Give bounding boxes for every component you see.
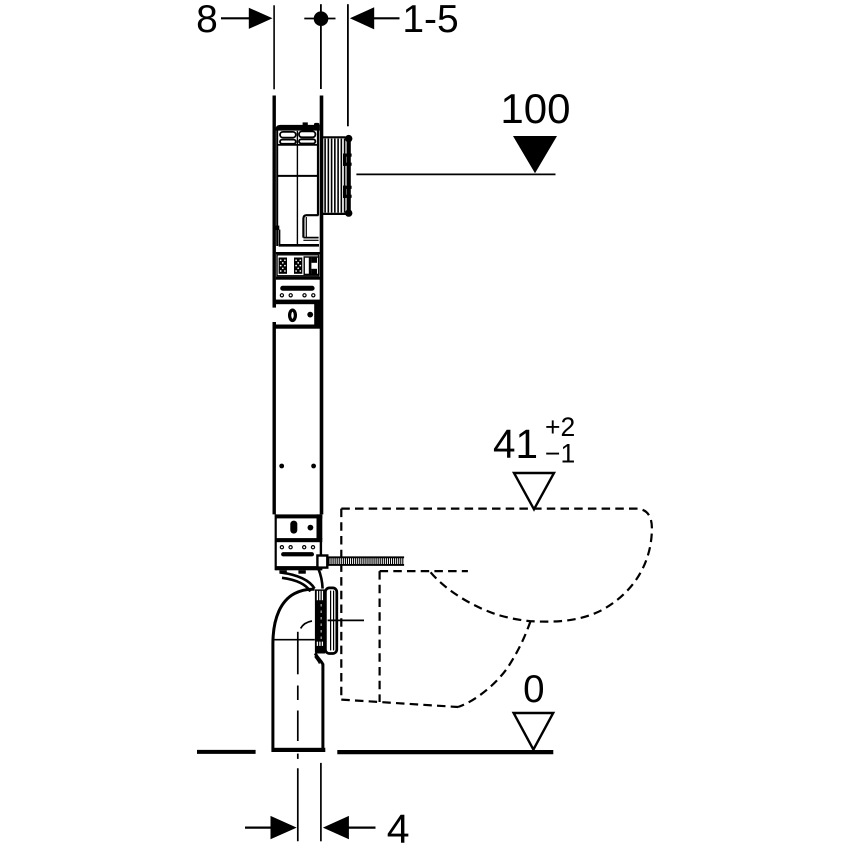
plate-hatch — [324, 138, 346, 213]
dim-wall-lining-label: 1-5 — [402, 0, 458, 41]
open-triangle-down-icon-2 — [511, 711, 556, 753]
dim-wall-lining: 1-5 — [346, 0, 459, 127]
cistern-left-nub — [275, 225, 280, 230]
dim-frame-depth-label: 8 — [196, 0, 218, 41]
pan-bottom-edge — [341, 698, 459, 709]
gasket-left — [278, 257, 287, 274]
filled-triangle-down-icon — [513, 136, 557, 174]
screw-dot-left — [279, 463, 285, 469]
lower-bracket-pin — [307, 524, 314, 531]
dim-outlet-offset: 4 — [245, 806, 410, 850]
outlet-seal-stripes-top — [316, 590, 324, 601]
connector-plug-lug-bottom — [311, 268, 317, 275]
dim-actuation-height-label: 100 — [500, 85, 570, 132]
marker-frame-front — [304, 4, 336, 89]
dim-bowl-height-label: 41 — [493, 421, 538, 467]
lower-bracket-band-bottom — [275, 566, 323, 571]
rod-head — [316, 554, 329, 569]
lower-bracket-band-mid — [275, 538, 323, 543]
pan-top-edge — [341, 507, 654, 623]
cistern — [275, 122, 320, 247]
dim-floor-level-label: 0 — [523, 668, 544, 711]
wc-pan-outline — [340, 507, 654, 709]
open-triangle-down-icon — [511, 471, 557, 512]
pan-underside-curve — [457, 620, 532, 709]
bracket-slot — [280, 285, 315, 291]
pan-fixing-rod — [316, 554, 405, 569]
cistern-lid-corner — [314, 122, 320, 128]
bend-outer-profile — [271, 587, 315, 749]
lower-bracket-slot-b — [281, 552, 314, 557]
connector-plug-stem — [308, 257, 312, 275]
lower-bracket-band-top — [275, 514, 323, 519]
dim-floor-level: 0 — [511, 668, 556, 753]
plate-clip-bottom — [343, 185, 352, 198]
outlet-seal — [314, 589, 326, 653]
arrow-right-icon-2 — [270, 815, 297, 840]
bracket-foot-right — [298, 570, 306, 574]
outlet-centre-line — [296, 619, 364, 842]
connector-band-bottom — [275, 276, 320, 280]
frame-screw-dots — [279, 463, 316, 469]
pipe-bottom-edge — [271, 747, 326, 752]
connector-plug-lug-top — [311, 257, 317, 263]
gasket-right — [294, 257, 303, 274]
arrow-left-icon — [349, 7, 375, 30]
level-plate — [271, 299, 321, 329]
cistern-lid-knob — [302, 122, 308, 126]
level-plate-pin — [307, 311, 314, 318]
lower-bracket-corner-block — [316, 514, 323, 539]
flush-bend-inside — [302, 214, 319, 238]
reference-dot-icon — [313, 11, 329, 26]
pan-bowl-curve — [429, 571, 531, 623]
outlet-bend — [271, 567, 339, 752]
dim-outlet-offset-label: 4 — [387, 806, 410, 850]
flush-actuator-plate — [321, 134, 353, 217]
flush-pipe-connector — [275, 252, 320, 280]
dim-actuation-height: 100 — [356, 85, 570, 176]
level-plate-left-notch — [271, 307, 277, 322]
cistern-lid — [275, 124, 320, 131]
bracket-screw-holes — [279, 293, 316, 298]
pipe-right-inner-edge — [314, 655, 321, 664]
flush-valve-grille — [279, 130, 317, 145]
level-plate-zero-stamp — [287, 308, 298, 323]
plate-bar-blob-bottom — [345, 209, 353, 217]
plate-clip-top — [343, 153, 352, 166]
arrow-right-icon — [248, 7, 273, 29]
arrow-left-icon-2 — [322, 815, 349, 840]
connector-band-top — [275, 252, 320, 255]
plate-bar-blob-top — [345, 134, 353, 143]
centre-line-arc — [299, 620, 313, 629]
dim-bowl-height-tol-plus: +2 — [545, 412, 575, 442]
bend-support-arm-c — [316, 567, 324, 589]
bend-support-arm-a — [280, 571, 316, 590]
outlet-seal-bottom-cap — [315, 645, 326, 654]
rod-thread-hatch — [328, 557, 404, 565]
dim-frame-depth: 8 — [196, 0, 275, 90]
lower-bracket — [275, 514, 323, 574]
screw-dot-right — [311, 463, 316, 469]
lower-bracket-slot — [290, 520, 298, 534]
dim-bowl-height-tol-minus: −1 — [545, 438, 575, 468]
upper-wall-bracket — [279, 285, 316, 298]
dim-bowl-height: 41 +2 −1 — [493, 412, 575, 512]
lower-bracket-screw-holes — [279, 545, 316, 550]
pipe-right-edge — [313, 652, 325, 749]
plate-face-bar — [346, 136, 351, 215]
